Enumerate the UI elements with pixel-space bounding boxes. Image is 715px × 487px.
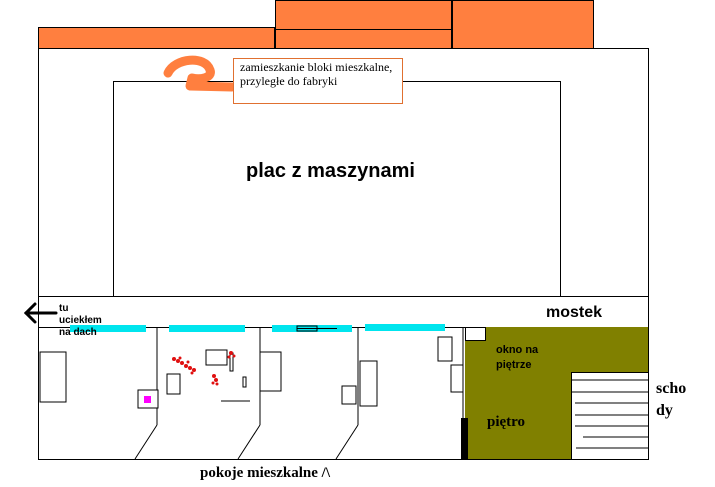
note-box xyxy=(233,58,403,104)
stairs xyxy=(571,372,649,460)
yard-label: plac z maszynami xyxy=(246,160,415,182)
cabinet-room-4b xyxy=(450,364,464,393)
roof-block-middle xyxy=(275,0,452,30)
escape-arrow-icon xyxy=(23,302,58,324)
window-1 xyxy=(70,325,146,332)
roof-block-right xyxy=(452,0,594,49)
escape-label: tu uciekłem na dach xyxy=(59,303,102,338)
door xyxy=(461,418,468,459)
orange-scribble xyxy=(163,55,237,92)
cabinet-room-4a xyxy=(437,336,453,362)
upper-floor-top xyxy=(486,327,648,341)
window-label: okno na piętrze xyxy=(496,344,539,371)
bed-room-1 xyxy=(39,351,67,403)
blood-splatter xyxy=(172,351,236,386)
bed-room-3 xyxy=(259,351,282,392)
stairs-label-line1: scho xyxy=(656,380,687,397)
chair-room-2 xyxy=(166,373,181,395)
upper-floor-notch xyxy=(465,327,486,341)
window-2 xyxy=(169,325,245,332)
chair-room-4 xyxy=(341,385,357,405)
floor-label: piętro xyxy=(487,414,526,430)
bridge-label: mostek xyxy=(546,304,603,321)
small-item-room-2b xyxy=(242,376,247,388)
player-marker xyxy=(144,396,151,403)
stair-steps xyxy=(571,379,649,449)
table-room-2 xyxy=(205,349,228,366)
note-text: zamieszkanie bloki mieszkalne, przyległe… xyxy=(240,60,393,88)
bed-room-4 xyxy=(359,360,378,407)
rooms-label: pokoje mieszkalne /\ xyxy=(200,465,330,481)
stairs-label-line2: dy xyxy=(656,402,673,419)
window-4 xyxy=(365,324,445,331)
